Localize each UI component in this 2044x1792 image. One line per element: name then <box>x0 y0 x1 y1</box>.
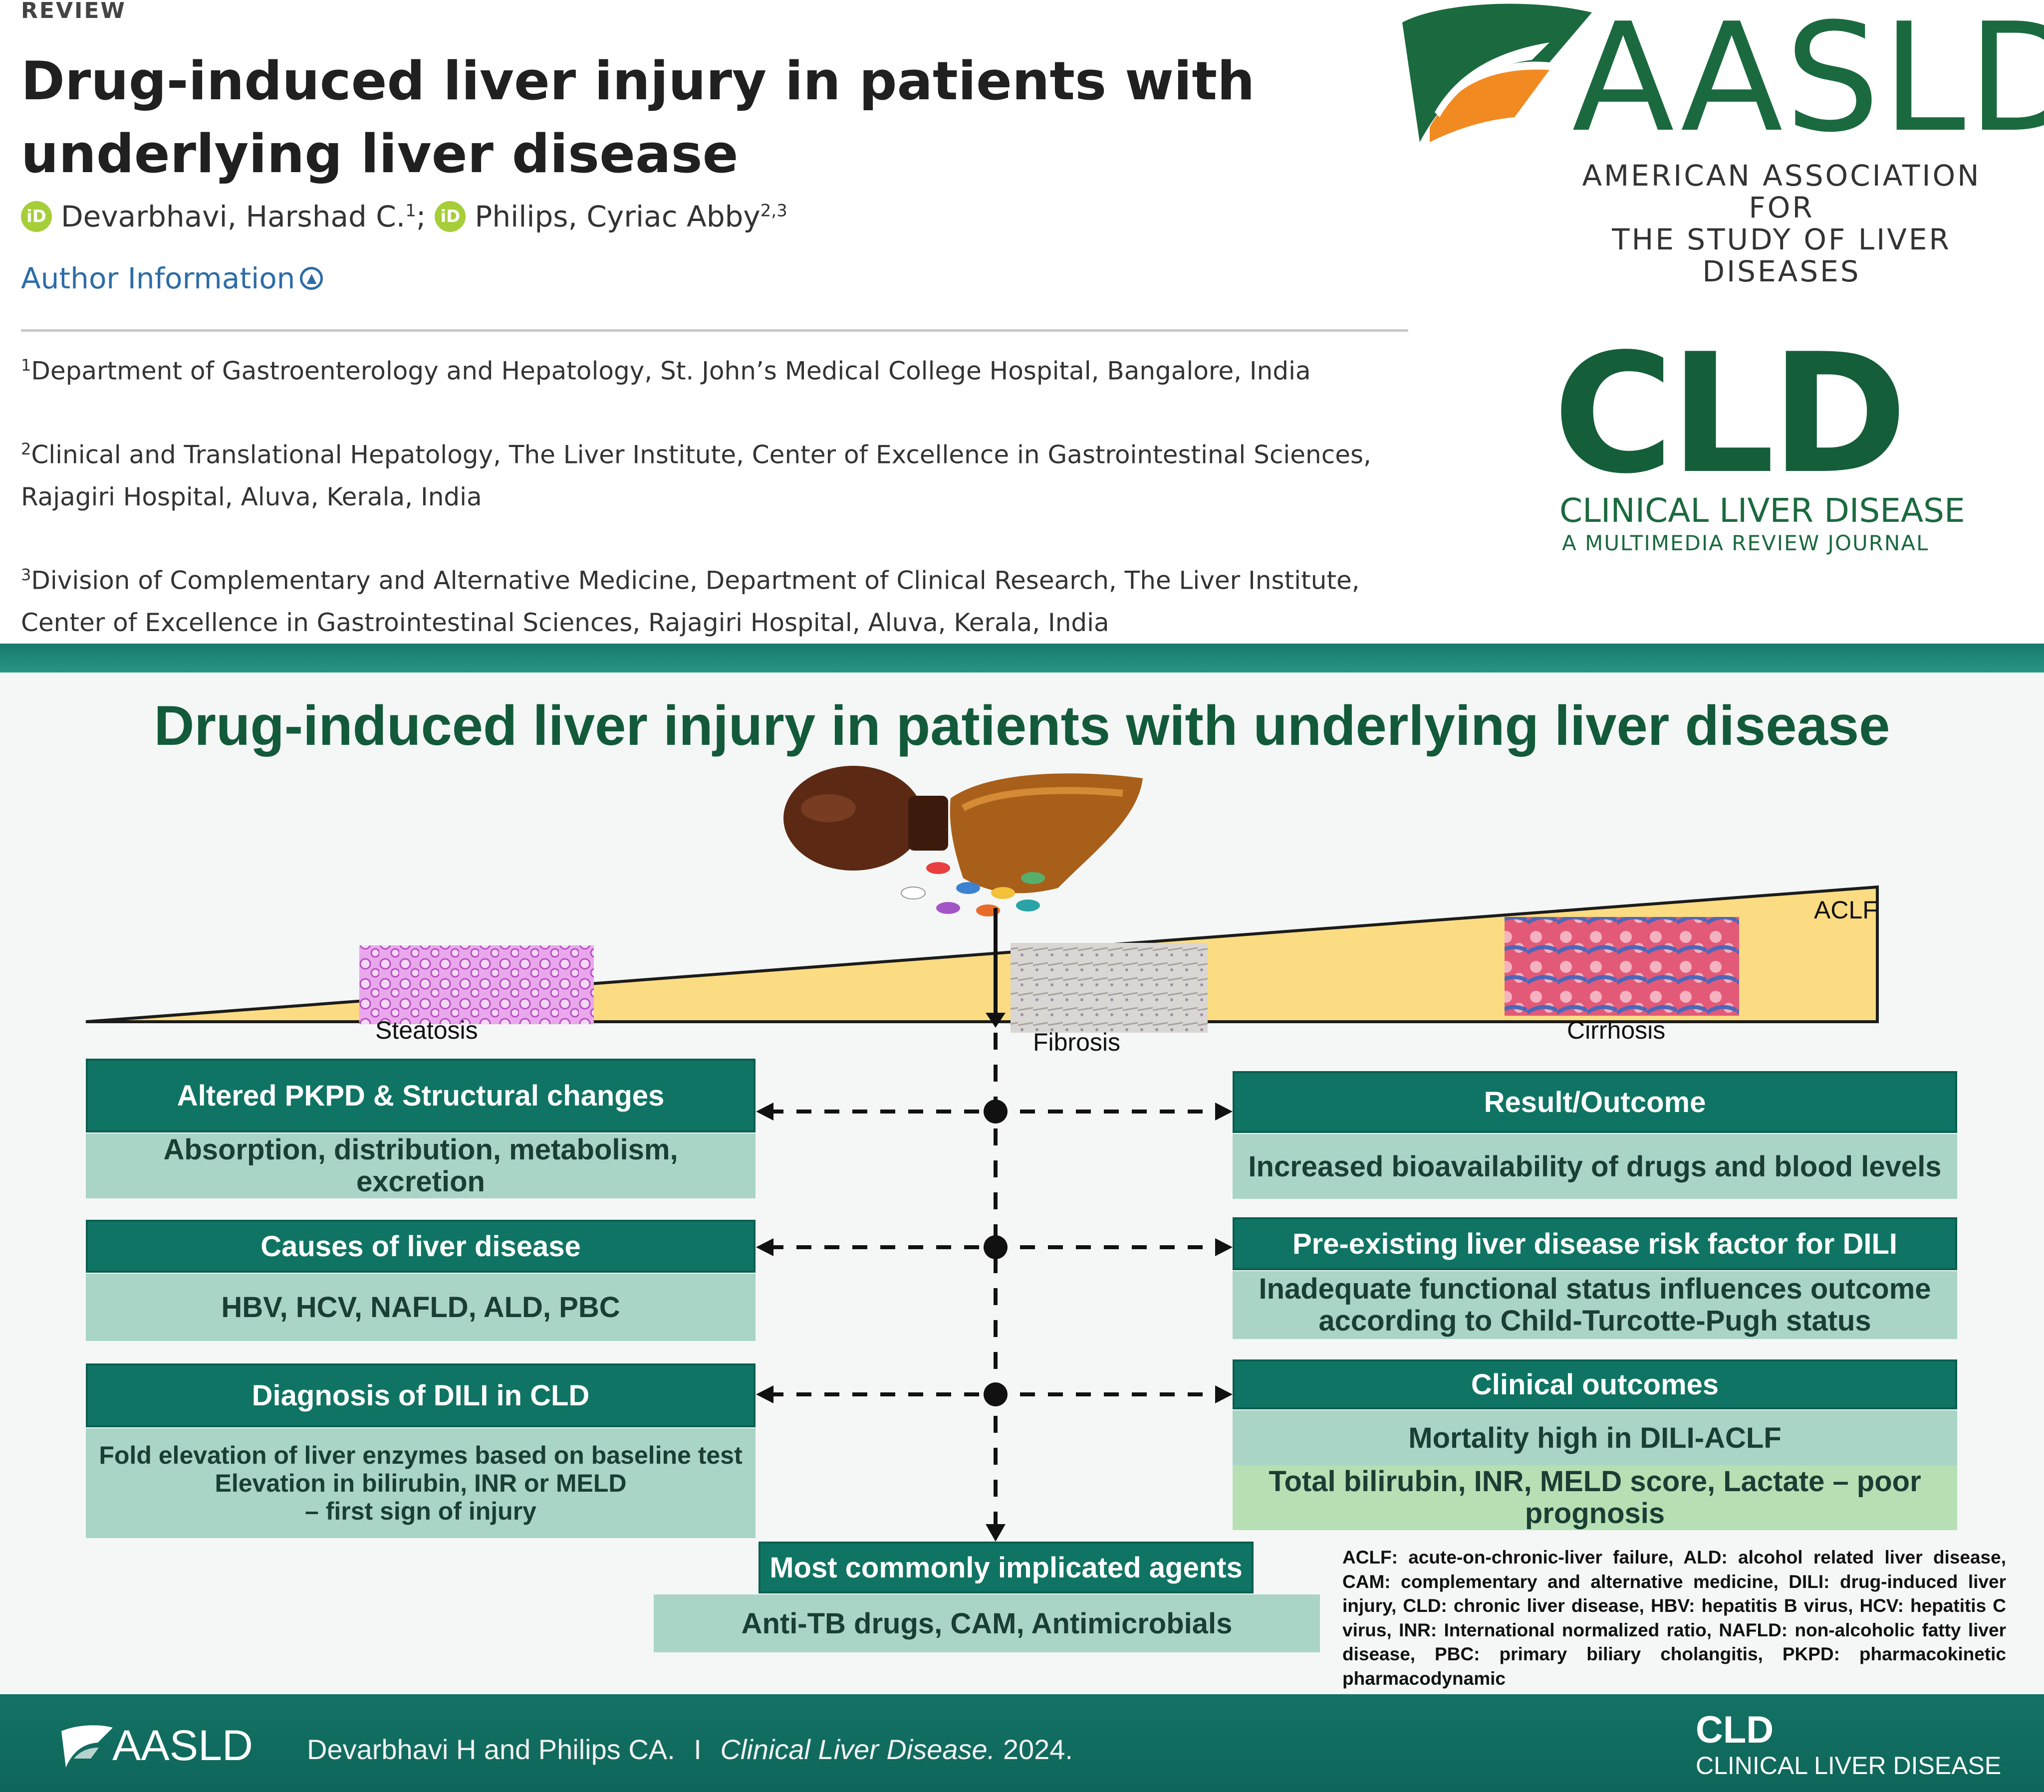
pkpd-body: Absorption, distribution, metabolism,exc… <box>86 1133 756 1198</box>
chevron-up-icon: ▲ <box>300 267 323 290</box>
causes-header: Causes of liver disease <box>86 1220 756 1273</box>
author-information-label: Author Information <box>21 261 295 295</box>
clinical-outcomes-body: Mortality high in DILI-ACLF <box>1233 1410 1957 1465</box>
agents-body: Anti-TB drugs, CAM, Antimicrobials <box>654 1594 1320 1652</box>
result-header: Result/Outcome <box>1233 1071 1957 1133</box>
clinical-outcomes-prognosis: Total bilirubin, INR, MELD score, Lactat… <box>1233 1465 1957 1530</box>
orcid-icon[interactable]: iD <box>21 201 52 232</box>
disease-progression-graphic <box>85 766 1879 1542</box>
footer-cld-subtitle: CLINICAL LIVER DISEASE <box>1696 1752 2002 1780</box>
cirrhosis-histology-image <box>1505 917 1739 1016</box>
affiliation: 1Department of Gastroenterology and Hepa… <box>21 356 1311 386</box>
orcid-icon[interactable]: iD <box>435 201 466 232</box>
steatosis-histology-image <box>359 945 594 1024</box>
affiliation: 2Clinical and Translational Hepatology, … <box>21 440 1371 511</box>
author-list: iD Devarbhavi, Harshad C.1; iD Philips, … <box>21 200 787 233</box>
footer-aasld-text: AASLD <box>112 1722 254 1770</box>
aasld-footer-logo-icon <box>61 1725 113 1768</box>
diagnosis-body: Fold elevation of liver enzymes based on… <box>86 1428 756 1538</box>
pill-bottle-liver-illustration <box>783 766 1143 916</box>
cld-logo-subtitle: CLINICAL LIVER DISEASE <box>1559 491 1965 530</box>
risk-factor-body: Inadequate functional status influences … <box>1233 1271 1957 1339</box>
cld-logo-tagline: A MULTIMEDIA REVIEW JOURNAL <box>1562 531 1929 555</box>
clinical-outcomes-header: Clinical outcomes <box>1233 1359 1957 1409</box>
article-title: Drug-induced liver injury in patients wi… <box>21 50 1255 185</box>
abbreviations-note: ACLF: acute-on-chronic-liver failure, AL… <box>1342 1547 2006 1689</box>
aasld-logo-subtitle: AMERICAN ASSOCIATION FOR THE STUDY OF LI… <box>1582 159 1981 288</box>
fibrosis-histology-image <box>1011 943 1208 1033</box>
affiliation: 3Division of Complementary and Alternati… <box>21 565 1360 637</box>
footer-citation: Devarbhavi H and Philips CA. I Clinical … <box>307 1734 1073 1765</box>
divider <box>21 329 1408 332</box>
risk-factor-header: Pre-existing liver disease risk factor f… <box>1233 1217 1957 1270</box>
infographic-footer <box>0 1694 2044 1792</box>
stage-label-cirrhosis: Cirrhosis <box>1567 1016 1666 1044</box>
aasld-logo-text: AASLD <box>1572 0 2044 165</box>
cld-logo-text: CLD <box>1553 318 1907 510</box>
infographic-title: Drug-induced liver injury in patients wi… <box>154 694 1890 757</box>
section-label: REVIEW <box>21 0 126 23</box>
stage-label-fibrosis: Fibrosis <box>1033 1028 1121 1056</box>
aasld-liver-logo-icon <box>1402 3 1592 142</box>
diagnosis-header: Diagnosis of DILI in CLD <box>86 1363 756 1427</box>
stage-label-aclf: ACLF <box>1814 896 1878 924</box>
infographic-top-bar <box>0 644 2044 672</box>
pkpd-header: Altered PKPD & Structural changes <box>86 1059 756 1132</box>
footer-cld-logo: CLD <box>1696 1709 1774 1751</box>
author-link[interactable]: Devarbhavi, Harshad C.1; <box>61 200 426 233</box>
causes-body: HBV, HCV, NAFLD, ALD, PBC <box>86 1274 756 1341</box>
author-information-toggle[interactable]: Author Information ▲ <box>21 261 323 295</box>
author-link[interactable]: Philips, Cyriac Abby2,3 <box>475 200 787 233</box>
agents-header: Most commonly implicated agents <box>759 1542 1254 1593</box>
stage-label-steatosis: Steatosis <box>375 1016 478 1044</box>
result-body: Increased bioavailability of drugs and b… <box>1233 1134 1957 1199</box>
